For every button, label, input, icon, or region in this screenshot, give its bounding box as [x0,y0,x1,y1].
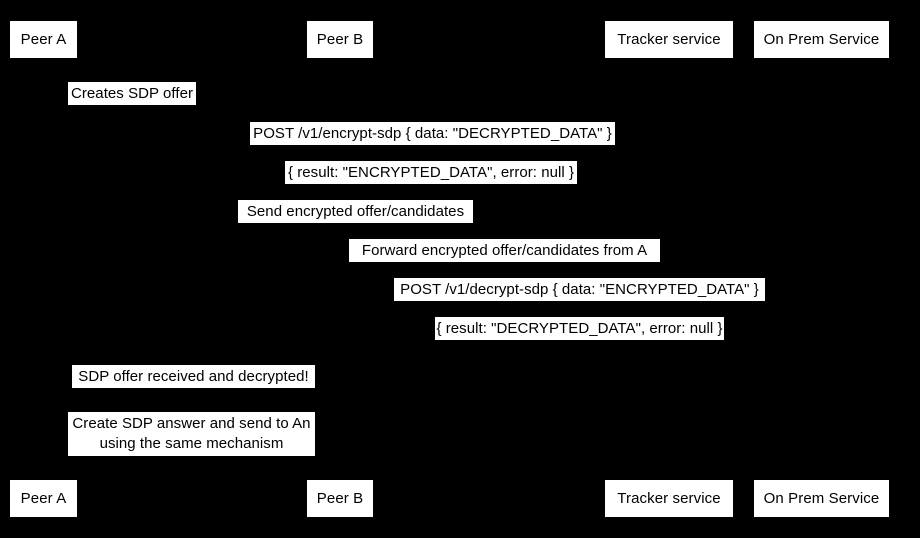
lifeline-peer-b [340,58,341,480]
participant-header-on-prem-service[interactable]: On Prem Service [754,21,889,58]
message-label-creates-sdp-offer[interactable]: Creates SDP offer [68,82,196,105]
message-arrow-7 [340,340,821,341]
message-text: { result: "DECRYPTED_DATA", error: null … [436,320,723,337]
lifeline-on-prem-service [821,58,822,480]
message-label-decrypt-sdp-response[interactable]: { result: "DECRYPTED_DATA", error: null … [435,317,724,340]
message-arrow-5 [340,262,669,263]
participant-label: Tracker service [617,490,721,507]
message-text: POST /v1/encrypt-sdp { data: "DECRYPTED_… [253,125,612,142]
message-arrow-8 [340,388,380,389]
participant-header-tracker-service[interactable]: Tracker service [605,21,733,58]
participant-label: Peer B [316,490,364,507]
participant-footer-on-prem-service[interactable]: On Prem Service [754,480,889,517]
message-text: Send encrypted offer/candidates [246,203,465,220]
message-label-encrypt-sdp-response[interactable]: { result: "ENCRYPTED_DATA", error: null … [285,161,577,184]
message-label-sdp-offer-received[interactable]: SDP offer received and decrypted! [72,365,315,388]
participant-footer-peer-b[interactable]: Peer B [307,480,373,517]
participant-footer-peer-a[interactable]: Peer A [10,480,77,517]
participant-label: Peer B [316,31,364,48]
message-arrow-2 [43,145,821,146]
participant-header-peer-b[interactable]: Peer B [307,21,373,58]
message-label-send-encrypted-offer[interactable]: Send encrypted offer/candidates [238,200,473,223]
message-arrow-6 [340,301,821,302]
message-label-post-decrypt-sdp[interactable]: POST /v1/decrypt-sdp { data: "ENCRYPTED_… [394,278,765,301]
participant-label: Peer A [20,490,67,507]
lifeline-tracker-service [669,58,670,480]
message-text: Creates SDP offer [70,85,194,102]
lifeline-peer-a [43,58,44,480]
message-arrow-1 [43,105,83,106]
message-arrow-4 [43,223,669,224]
message-text: Create SDP answer and send to An using t… [72,415,311,452]
message-arrow-9 [340,456,380,457]
message-label-post-encrypt-sdp[interactable]: POST /v1/encrypt-sdp { data: "DECRYPTED_… [250,122,615,145]
message-text: SDP offer received and decrypted! [78,368,309,385]
participant-footer-tracker-service[interactable]: Tracker service [605,480,733,517]
participant-label: On Prem Service [763,490,880,507]
message-text: POST /v1/decrypt-sdp { data: "ENCRYPTED_… [400,281,759,298]
participant-label: Tracker service [617,31,721,48]
participant-label: Peer A [20,31,67,48]
message-text: Forward encrypted offer/candidates from … [361,242,648,259]
participant-label: On Prem Service [763,31,880,48]
message-label-create-sdp-answer[interactable]: Create SDP answer and send to An using t… [68,412,315,456]
message-label-forward-encrypted-offer[interactable]: Forward encrypted offer/candidates from … [349,239,660,262]
message-arrow-3 [43,184,821,185]
message-text: { result: "ENCRYPTED_DATA", error: null … [287,164,575,181]
participant-header-peer-a[interactable]: Peer A [10,21,77,58]
